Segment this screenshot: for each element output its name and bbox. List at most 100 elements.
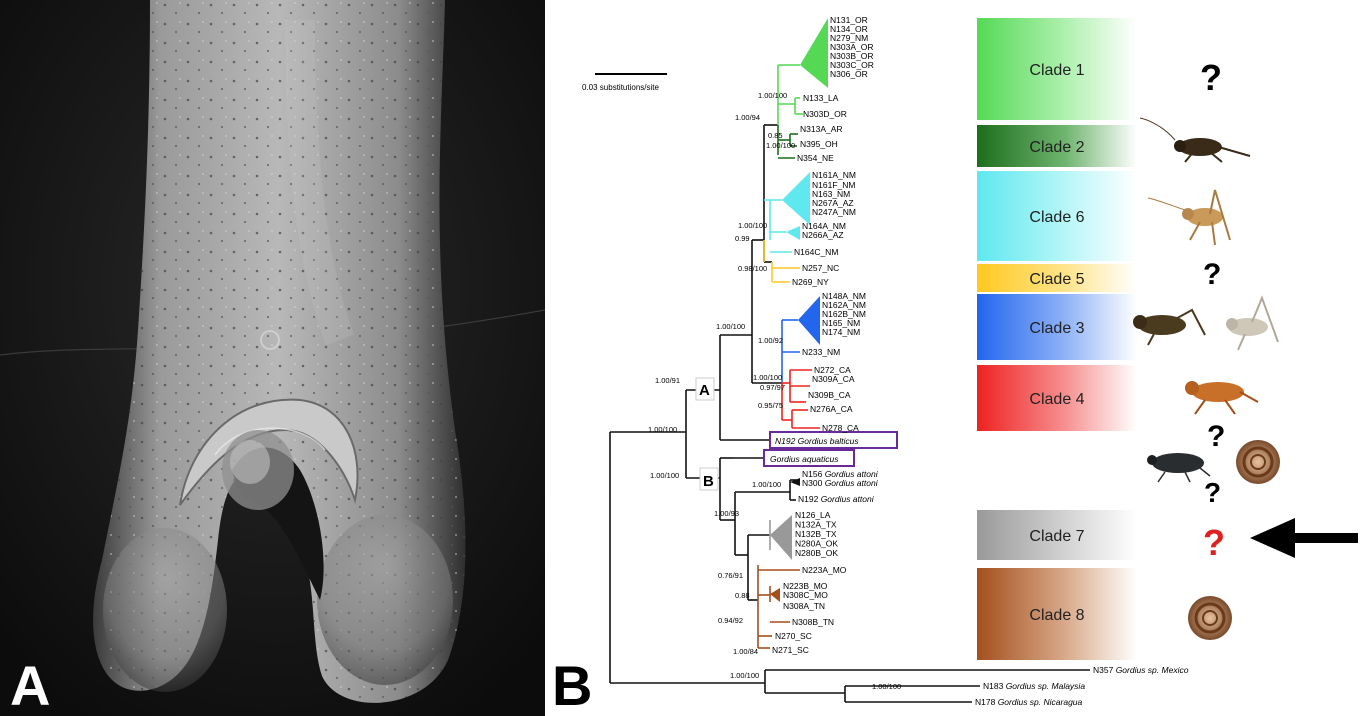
support-value: 1.00/100 bbox=[716, 322, 745, 331]
taxon-label: N165_NM bbox=[822, 318, 860, 328]
taxon-label: N303B_OR bbox=[830, 51, 873, 61]
taxon-label: N308B_TN bbox=[792, 617, 834, 627]
support-value: 1.00/91 bbox=[655, 376, 680, 385]
taxon-label: N276A_CA bbox=[810, 404, 853, 414]
clade-bar: Clade 3 bbox=[977, 294, 1137, 360]
cricket-pair-icon bbox=[1133, 295, 1279, 351]
taxon-label: N266A_AZ bbox=[802, 230, 844, 240]
jerusalem-cricket-icon bbox=[1185, 381, 1259, 415]
taxon-outgroup: N357 Gordius sp. Mexico bbox=[1093, 665, 1189, 675]
clade-bar: Clade 4 bbox=[977, 365, 1137, 431]
clade-bar: Clade 6 bbox=[977, 171, 1137, 261]
support-value: 0.97/97 bbox=[760, 383, 785, 392]
taxon-gordius-attoni: N192 Gordius attoni bbox=[798, 494, 875, 504]
taxon-label: N223A_MO bbox=[802, 565, 847, 575]
highlight-question-mark: ? bbox=[1203, 522, 1225, 563]
support-value: 1.00/94 bbox=[735, 113, 760, 122]
beetle-icon bbox=[1147, 453, 1211, 483]
taxon-label: N131_OR bbox=[830, 15, 868, 25]
support-value: 1.00/100 bbox=[738, 221, 767, 230]
millipede-icon bbox=[1236, 440, 1280, 484]
support-value: 1.00/84 bbox=[733, 647, 758, 656]
sem-micrograph: A bbox=[0, 0, 545, 716]
clade-label: Clade 3 bbox=[1029, 320, 1084, 337]
taxon-label: N303C_OR bbox=[830, 60, 874, 70]
clade-label: Clade 8 bbox=[1029, 607, 1084, 624]
taxon-label: N161A_NM bbox=[812, 170, 856, 180]
taxon-label: N148A_NM bbox=[822, 291, 866, 301]
taxon-outgroup: N178 Gordius sp. Nicaragua bbox=[975, 697, 1083, 707]
taxon-label: N309A_CA bbox=[812, 374, 855, 384]
clade-bar: Clade 1 bbox=[977, 18, 1137, 120]
support-value: 0.85 bbox=[768, 131, 783, 140]
taxon-label: N162B_NM bbox=[822, 309, 866, 319]
taxon-label: N164A_NM bbox=[802, 221, 846, 231]
taxon-label: N270_SC bbox=[775, 631, 812, 641]
taxon-label: N280B_OK bbox=[795, 548, 838, 558]
taxon-label: N271_SC bbox=[772, 645, 809, 655]
taxon-gordius-attoni: N300 Gordius attoni bbox=[802, 478, 879, 488]
taxon-label: N309B_CA bbox=[808, 390, 851, 400]
support-value: 1.00/92 bbox=[758, 336, 783, 345]
unknown-host-mark: ? bbox=[1204, 477, 1221, 508]
taxon-label: N267A_AZ bbox=[812, 198, 854, 208]
taxa-labels: N131_ORN134_ORN279_NMN303A_ORN303B_ORN30… bbox=[772, 15, 1189, 707]
support-values: 1.00/1001.00/940.851.00/1001.00/1000.990… bbox=[648, 91, 901, 691]
taxon-label: N163_NM bbox=[812, 189, 850, 199]
unknown-host-mark: ? bbox=[1203, 258, 1221, 291]
node-label-b: B bbox=[703, 473, 714, 490]
clade-label: Clade 2 bbox=[1029, 139, 1084, 156]
taxon-label: N308C_MO bbox=[783, 590, 828, 600]
taxon-label: N303A_OR bbox=[830, 42, 873, 52]
phylogenetic-tree-figure: 0.03 substitutions/site bbox=[552, 15, 1358, 716]
unknown-host-mark: ? bbox=[1207, 420, 1225, 453]
taxon-label: N280A_OK bbox=[795, 539, 838, 549]
taxon-label: N278_CA bbox=[822, 423, 859, 433]
support-value: 1.00/100 bbox=[753, 373, 782, 382]
camel-cricket-icon bbox=[1147, 189, 1231, 246]
taxon-label: N161F_NM bbox=[812, 180, 855, 190]
taxon-label: N233_NM bbox=[802, 347, 840, 357]
taxon-label: N272_CA bbox=[814, 365, 851, 375]
support-value: 1.00/100 bbox=[752, 480, 781, 489]
support-value: 0.88 bbox=[735, 591, 750, 600]
clade-label: Clade 7 bbox=[1029, 528, 1084, 545]
support-value: 0.94/92 bbox=[718, 616, 743, 625]
clade-label: Clade 4 bbox=[1029, 391, 1084, 408]
arrow-left-icon bbox=[1250, 518, 1358, 558]
support-value: 1.00/100 bbox=[758, 91, 787, 100]
taxon-label: N134_OR bbox=[830, 24, 868, 34]
taxon-label: N269_NY bbox=[792, 277, 829, 287]
taxon-label: N132A_TX bbox=[795, 520, 837, 530]
taxon-label: N313A_AR bbox=[800, 124, 843, 134]
taxon-label: N247A_NM bbox=[812, 207, 856, 217]
support-value: 1.00/100 bbox=[872, 682, 901, 691]
taxon-label: N308A_TN bbox=[783, 601, 825, 611]
taxon-label: N133_LA bbox=[803, 93, 839, 103]
taxon-outgroup: N183 Gordius sp. Malaysia bbox=[983, 681, 1085, 691]
clade-label: Clade 5 bbox=[1029, 271, 1084, 288]
taxon-label: N162A_NM bbox=[822, 300, 866, 310]
support-value: 1.00/100 bbox=[730, 671, 759, 680]
support-value: 1.00/100 bbox=[766, 141, 795, 150]
node-label-a: A bbox=[699, 382, 710, 399]
taxon-label: N257_NC bbox=[802, 263, 839, 273]
clade-bar: Clade 5 bbox=[977, 264, 1137, 292]
cricket-icon bbox=[1139, 117, 1251, 163]
scale-bar-label: 0.03 substitutions/site bbox=[582, 83, 659, 92]
clade-label: Clade 6 bbox=[1029, 209, 1084, 226]
taxon-label: N279_NM bbox=[830, 33, 868, 43]
taxon-gordius-balticus: N192 Gordius balticus bbox=[775, 436, 859, 446]
taxon-label: N354_NE bbox=[797, 153, 834, 163]
taxon-label: N223B_MO bbox=[783, 581, 828, 591]
taxon-label: N303D_OR bbox=[803, 109, 847, 119]
clade-bar: Clade 7 bbox=[977, 510, 1137, 560]
clade-bars: Clade 1 Clade 2 Clade 6 Clade 5 Clade 3 Clade… bbox=[977, 18, 1137, 660]
taxon-label: N174_NM bbox=[822, 327, 860, 337]
clade-label: Clade 1 bbox=[1029, 62, 1084, 79]
taxon-label: N306_OR bbox=[830, 69, 868, 79]
support-value: 0.99 bbox=[735, 234, 750, 243]
clade-bar: Clade 2 bbox=[977, 125, 1137, 167]
support-value: 0.98/100 bbox=[738, 264, 767, 273]
millipede-icon bbox=[1188, 596, 1232, 640]
